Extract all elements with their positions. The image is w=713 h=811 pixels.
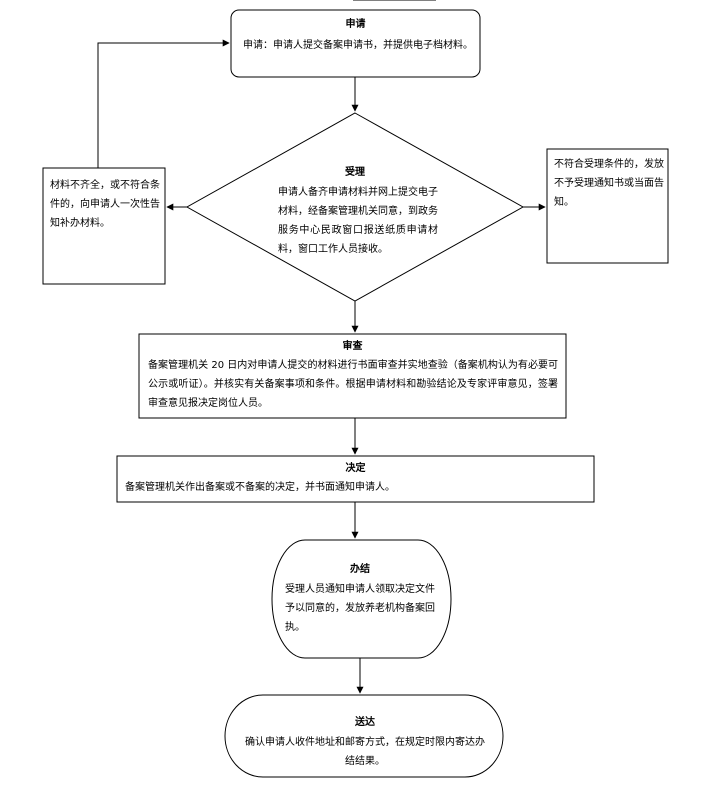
- accept-title: 受理: [345, 167, 365, 178]
- review-body: 备案管理机关 20 日内对申请人提交的材料进行书面审查并实地查验（备案机构认为有…: [148, 360, 558, 409]
- finish-terminal: [271, 539, 452, 659]
- reject-note-box: [546, 148, 669, 264]
- deliver-body: 确认申请人收件地址和邮寄方式，在规定时限内寄达办结结果。: [245, 737, 485, 767]
- accept-body: 申请人备齐申请材料并网上提交电子材料，经备案管理机关同意，到政务服务中心民政窗口…: [278, 187, 438, 255]
- finish-title: 办结: [350, 564, 370, 575]
- arrow-incomplete-back-to-apply: [97, 39, 230, 168]
- deliver-title: 送达: [355, 717, 375, 728]
- apply-body: 申请：申请人提交备案申请书，并提供电子档材料。: [243, 40, 473, 51]
- decide-body: 备案管理机关作出备案或不备案的决定，并书面通知申请人。: [125, 482, 395, 493]
- apply-title: 申请: [345, 19, 366, 30]
- deliver-terminal: [224, 694, 504, 778]
- incomplete-note: 材料不齐全，或不符合条件的，向申请人一次性告知补办材料。: [50, 180, 160, 229]
- review-box: [138, 333, 567, 419]
- finish-body: 受理人员通知申请人领取决定文件予以同意的，发放养老机构备案回执。: [285, 584, 435, 633]
- incomplete-note-box: [42, 167, 166, 285]
- decide-title: 决定: [345, 463, 366, 474]
- review-title: 审查: [342, 341, 363, 352]
- reject-note: 不符合受理条件的，发放不予受理通知书或当面告知。: [554, 159, 664, 208]
